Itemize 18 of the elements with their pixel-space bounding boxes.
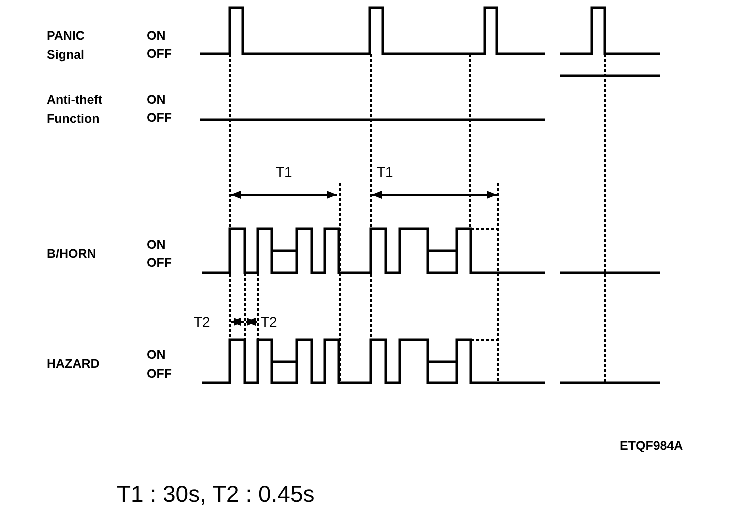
caption: T1 : 30s, T2 : 0.45s bbox=[117, 481, 315, 508]
state-label: OFF bbox=[147, 366, 172, 383]
state-label: OFF bbox=[147, 46, 172, 63]
state-label: ON bbox=[147, 28, 166, 45]
signal-name: Anti-theft Function bbox=[47, 92, 104, 128]
time-label: T1 bbox=[377, 163, 394, 182]
signal-name: B/HORN bbox=[47, 246, 96, 263]
time-label: T2 bbox=[261, 313, 278, 332]
signal-name: HAZARD bbox=[47, 356, 100, 373]
state-label: ON bbox=[147, 92, 166, 109]
signal-name: PANIC Signal bbox=[47, 28, 86, 64]
time-label: T2 bbox=[194, 313, 210, 332]
state-label: ON bbox=[147, 347, 166, 364]
state-label: OFF bbox=[147, 255, 172, 272]
time-label: T1 bbox=[276, 163, 292, 182]
figure-code: ETQF984A bbox=[620, 438, 684, 455]
state-label: ON bbox=[147, 237, 166, 254]
state-label: OFF bbox=[147, 110, 172, 127]
